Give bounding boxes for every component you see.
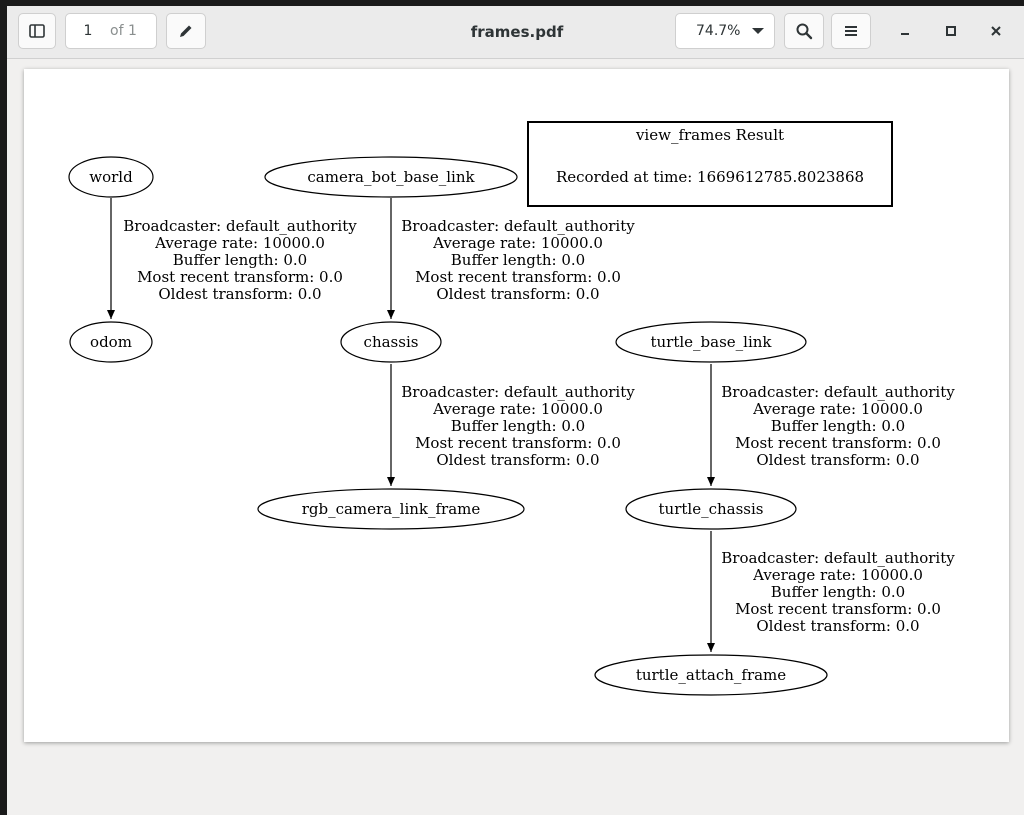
window-title: frames.pdf: [470, 23, 564, 41]
result-box-border: [527, 121, 893, 207]
hamburger-menu-icon: [845, 26, 857, 36]
edge-label-turtlebase-turtlechassis: Broadcaster: default_authority Average r…: [721, 383, 955, 469]
document-view[interactable]: view_frames Result Recorded at time: 166…: [7, 59, 1024, 815]
edge-label-buffer: Buffer length: 0.0: [771, 417, 905, 435]
node-turtle-chassis-label: turtle_chassis: [659, 500, 764, 518]
edge-label-buffer: Buffer length: 0.0: [771, 583, 905, 601]
annotate-button[interactable]: [166, 13, 206, 49]
edge-label-oldest: Oldest transform: 0.0: [756, 617, 919, 635]
main-menu-button[interactable]: [831, 13, 871, 49]
edge-label-camera-chassis: Broadcaster: default_authority Average r…: [401, 217, 635, 303]
tf-frames-graph: view_frames Result Recorded at time: 166…: [68, 121, 955, 696]
node-world-label: world: [89, 168, 133, 186]
edge-label-oldest: Oldest transform: 0.0: [158, 285, 321, 303]
sidebar-toggle-button[interactable]: [18, 13, 56, 49]
pencil-icon: [180, 25, 192, 37]
search-button[interactable]: [784, 13, 824, 49]
zoom-selector[interactable]: 74.7%: [675, 13, 775, 49]
edge-label-recent: Most recent transform: 0.0: [415, 434, 621, 452]
sidebar-toggle-icon: [29, 24, 45, 38]
edge-label-rate: Average rate: 10000.0: [752, 566, 923, 584]
zoom-level: 74.7%: [696, 23, 741, 39]
result-title: view_frames Result: [635, 126, 784, 144]
node-chassis-label: chassis: [364, 333, 419, 351]
edge-label-buffer: Buffer length: 0.0: [451, 417, 585, 435]
node-chassis: chassis: [340, 321, 442, 363]
edge-label-broadcaster: Broadcaster: default_authority: [401, 383, 635, 401]
node-turtle-base-link-label: turtle_base_link: [650, 333, 772, 351]
result-recorded-time: Recorded at time: 1669612785.8023868: [556, 168, 864, 186]
edge-label-chassis-rgb: Broadcaster: default_authority Average r…: [401, 383, 635, 469]
page-count-label: of 1: [110, 23, 137, 39]
pdf-page: view_frames Result Recorded at time: 166…: [24, 69, 1009, 742]
node-turtle-attach-frame-label: turtle_attach_frame: [636, 666, 786, 684]
edge-label-oldest: Oldest transform: 0.0: [436, 451, 599, 469]
search-icon: [796, 23, 813, 40]
minimize-icon: [901, 33, 909, 35]
header-bar: 1 of 1 frames.pdf 74.7%: [7, 6, 1024, 59]
edge-label-rate: Average rate: 10000.0: [752, 400, 923, 418]
edge-label-rate: Average rate: 10000.0: [432, 234, 603, 252]
edge-label-world-odom: Broadcaster: default_authority Average r…: [123, 217, 357, 303]
edge-label-oldest: Oldest transform: 0.0: [756, 451, 919, 469]
edge-label-broadcaster: Broadcaster: default_authority: [721, 383, 955, 401]
node-world: world: [68, 156, 154, 198]
edge-label-buffer: Buffer length: 0.0: [173, 251, 307, 269]
edge-label-broadcaster: Broadcaster: default_authority: [401, 217, 635, 235]
edge-label-broadcaster: Broadcaster: default_authority: [123, 217, 357, 235]
node-camera-bot-base-link: camera_bot_base_link: [264, 156, 518, 198]
edge-label-rate: Average rate: 10000.0: [154, 234, 325, 252]
node-turtle-base-link: turtle_base_link: [615, 321, 807, 363]
page-number-field[interactable]: 1 of 1: [65, 13, 157, 49]
edge-label-buffer: Buffer length: 0.0: [451, 251, 585, 269]
edge-label-recent: Most recent transform: 0.0: [415, 268, 621, 286]
edge-label-recent: Most recent transform: 0.0: [735, 600, 941, 618]
current-page-input[interactable]: 1: [83, 23, 93, 39]
node-camera-bot-base-link-label: camera_bot_base_link: [307, 168, 475, 186]
edge-label-turtlechassis-attach: Broadcaster: default_authority Average r…: [721, 549, 955, 635]
maximize-icon: [946, 26, 956, 36]
edge-label-recent: Most recent transform: 0.0: [735, 434, 941, 452]
maximize-button[interactable]: [933, 13, 969, 49]
node-odom-label: odom: [90, 333, 132, 351]
node-rgb-camera-link-frame: rgb_camera_link_frame: [257, 488, 525, 530]
close-icon: [991, 26, 1001, 36]
edge-label-recent: Most recent transform: 0.0: [137, 268, 343, 286]
pdf-viewer-window: 1 of 1 frames.pdf 74.7%: [7, 6, 1024, 815]
node-odom: odom: [69, 321, 153, 363]
edge-label-broadcaster: Broadcaster: default_authority: [721, 549, 955, 567]
minimize-button[interactable]: [887, 13, 923, 49]
node-rgb-camera-link-frame-label: rgb_camera_link_frame: [302, 500, 481, 518]
node-turtle-attach-frame: turtle_attach_frame: [594, 654, 828, 696]
edge-label-rate: Average rate: 10000.0: [432, 400, 603, 418]
result-box: view_frames Result Recorded at time: 166…: [527, 121, 893, 207]
chevron-down-icon: [752, 28, 764, 34]
node-turtle-chassis: turtle_chassis: [625, 488, 797, 530]
edge-label-oldest: Oldest transform: 0.0: [436, 285, 599, 303]
close-button[interactable]: [978, 13, 1014, 49]
